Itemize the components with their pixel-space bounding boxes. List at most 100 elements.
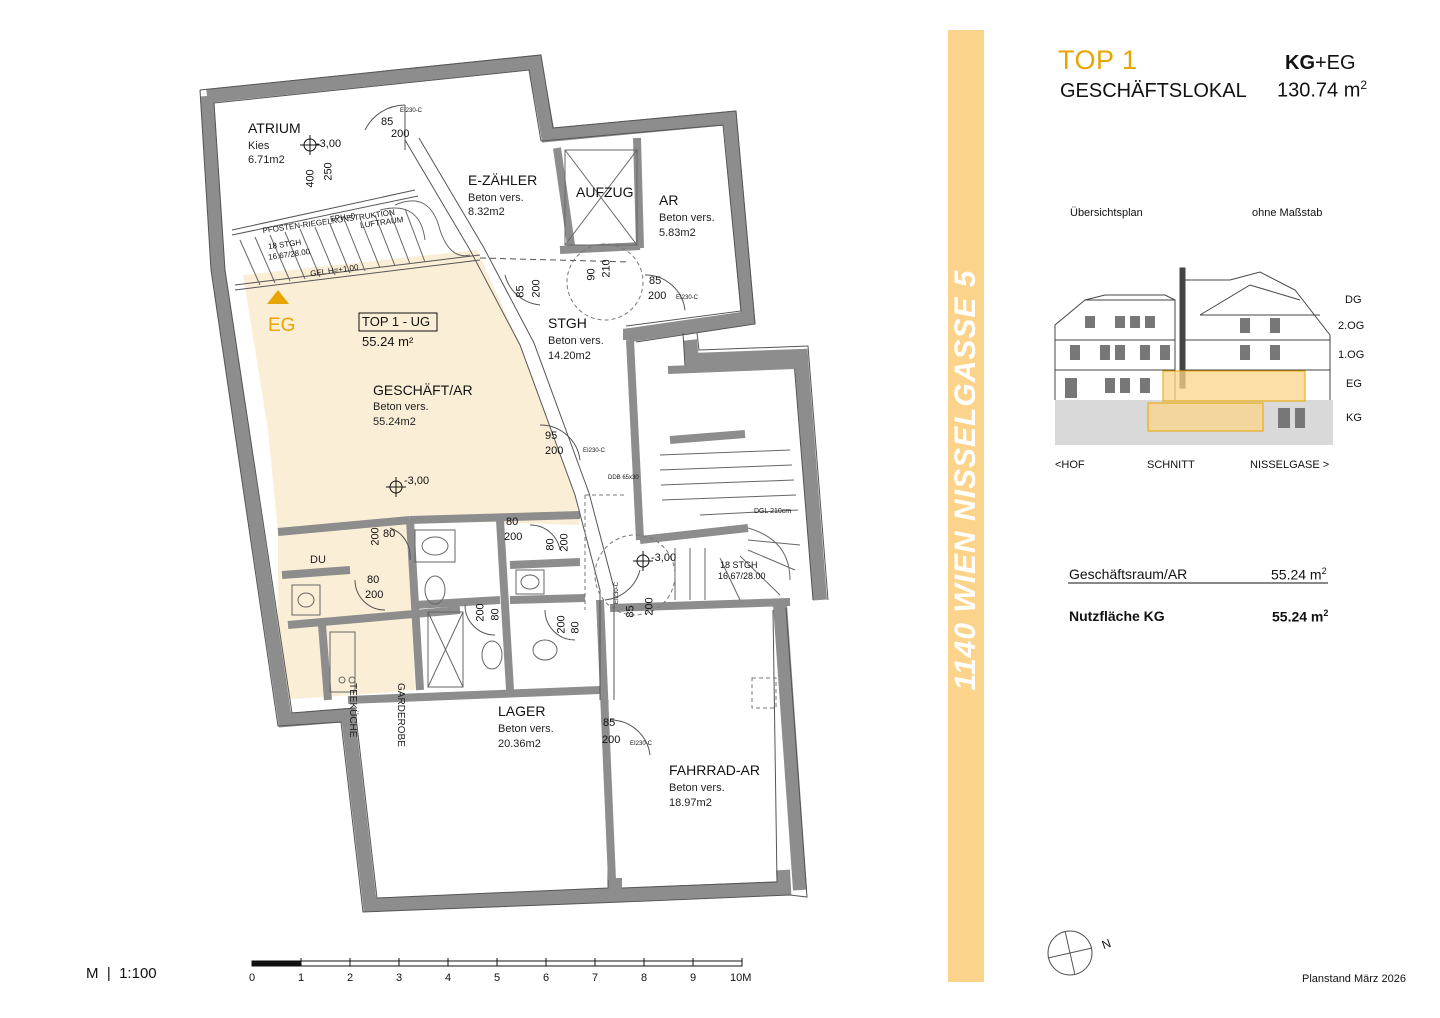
door-swings bbox=[354, 104, 686, 756]
room-teekueche-name: TEEKÜCHE bbox=[347, 683, 358, 738]
door6-width: 95 bbox=[545, 430, 558, 442]
overview-right-label: NISSELGASE > bbox=[1250, 459, 1330, 471]
room-aufzug-name: AUFZUG bbox=[576, 184, 634, 200]
overview-highlight-eg bbox=[1162, 370, 1306, 402]
scale-tick-5: 5 bbox=[494, 972, 501, 984]
total-area-value: 130.74 m bbox=[1277, 79, 1361, 102]
stair-treads-main bbox=[659, 449, 801, 601]
scale-tick-4: 4 bbox=[445, 972, 452, 984]
outer-walls bbox=[200, 54, 827, 913]
door13-rating: EI230-C bbox=[630, 741, 653, 747]
overview-scale-label: ohne Maßstab bbox=[1252, 207, 1323, 219]
room-fahrrad-name: FAHRRAD-AR bbox=[669, 762, 761, 778]
unit-type-label: GESCHÄFTSLOKAL bbox=[1060, 80, 1247, 102]
room-geschaeft-line1: Beton vers. bbox=[373, 401, 429, 413]
door6-height: 200 bbox=[545, 445, 564, 457]
unit-area-fill-lower bbox=[278, 520, 415, 700]
total-area-label: 130.74 m2 bbox=[1277, 78, 1367, 103]
door4-width: 90 bbox=[585, 268, 598, 281]
door13-width: 85 bbox=[603, 717, 616, 729]
unit-area-fill bbox=[243, 250, 580, 532]
elevator-cross bbox=[564, 149, 638, 246]
floors-rest: +EG bbox=[1315, 52, 1356, 74]
scale-tick-2: 2 bbox=[347, 972, 354, 984]
door11-width: 80 bbox=[489, 608, 502, 621]
scale-sep: | bbox=[106, 965, 111, 982]
level-1og: 1.OG bbox=[1338, 349, 1365, 361]
north-arrow-icon bbox=[1047, 930, 1093, 976]
diagonal-wall bbox=[404, 137, 615, 700]
area-row2-label: Nutzfläche KG bbox=[1069, 608, 1165, 624]
level-2og: 2.OG bbox=[1338, 320, 1365, 332]
area-row1-value: 55.24 m2 bbox=[1271, 566, 1327, 583]
overview-center-label: SCHNITT bbox=[1147, 459, 1195, 471]
ddb-note: DDB 65x30 bbox=[608, 475, 639, 481]
room-atrium-line1: Kies bbox=[248, 140, 270, 152]
overview-highlight-kg bbox=[1147, 402, 1264, 432]
scale-tick-6: 6 bbox=[543, 972, 550, 984]
area-row2-number: 55.24 m bbox=[1272, 608, 1324, 625]
total-area-sup: 2 bbox=[1360, 78, 1368, 92]
unit-box-title: TOP 1 - UG bbox=[362, 314, 431, 329]
room-geschaeft-name: GESCHÄFT/AR bbox=[373, 382, 473, 398]
room-atrium-name: ATRIUM bbox=[248, 120, 301, 136]
overview-windows bbox=[1065, 316, 1305, 428]
unit-top-label: TOP 1 bbox=[1058, 45, 1138, 75]
room-stgh-line1: Beton vers. bbox=[548, 335, 604, 347]
outer-walls-inner-line bbox=[199, 54, 829, 913]
floors-bold: KG bbox=[1285, 52, 1315, 74]
room-ezaehler-name: E-ZÄHLER bbox=[468, 172, 538, 188]
door12-height: 200 bbox=[555, 615, 568, 634]
area-row1-number: 55.24 m bbox=[1271, 566, 1322, 583]
unit-label-box bbox=[358, 312, 438, 332]
stair-treads-top bbox=[239, 200, 471, 286]
scale-ratio: 1:100 bbox=[119, 965, 157, 982]
room-ezaehler-line1: Beton vers. bbox=[468, 192, 524, 204]
room-du-name: DU bbox=[310, 554, 326, 566]
door8-height: 200 bbox=[504, 531, 523, 543]
dashed-elements bbox=[566, 243, 777, 709]
room-lager-name: LAGER bbox=[498, 703, 546, 719]
door5-rating: EI230-C bbox=[676, 295, 699, 301]
door7-width: 80 bbox=[383, 528, 396, 540]
room-garderobe-name: GARDEROBE bbox=[395, 683, 406, 747]
room-stgh-line2: 14.20m2 bbox=[548, 350, 591, 362]
dgl-note: DGL 210cm bbox=[754, 508, 792, 515]
level-kg: KG bbox=[1346, 412, 1362, 424]
room-atrium-line2: 6.71m2 bbox=[248, 154, 285, 166]
level-atrium: -3,00 bbox=[316, 138, 342, 150]
interior-walls bbox=[277, 137, 796, 881]
door14-height: 200 bbox=[643, 597, 656, 616]
room-geschaeft-line2: 55.24m2 bbox=[373, 416, 416, 428]
door3-width: 85 bbox=[514, 285, 527, 298]
scale-bar-minor-ticks bbox=[252, 961, 297, 966]
scale-tick-3: 3 bbox=[396, 972, 403, 984]
overview-plan-label: Übersichtsplan bbox=[1070, 207, 1143, 219]
door10-height: 200 bbox=[365, 589, 384, 601]
stgh-b-size: 16.67/28.00 bbox=[718, 571, 766, 581]
scale-m: M bbox=[86, 965, 99, 982]
floors-label: KG+EG bbox=[1285, 52, 1356, 75]
area-row1-label: Geschäftsraum/AR bbox=[1069, 566, 1188, 582]
room-ezaehler-line2: 8.32m2 bbox=[468, 206, 505, 218]
level-main: -3,00 bbox=[404, 475, 430, 487]
level-stair: -3,00 bbox=[651, 552, 677, 564]
door5-height: 200 bbox=[648, 290, 667, 302]
door6-rating: EI230-C bbox=[583, 448, 606, 454]
level-markers bbox=[300, 135, 653, 571]
door14-rating: EI230-C bbox=[614, 581, 621, 605]
scale-tick-9: 9 bbox=[690, 972, 697, 984]
door1-height: 200 bbox=[391, 128, 410, 140]
room-fahrrad-line2: 18.97m2 bbox=[669, 797, 712, 809]
door14-width: 85 bbox=[624, 605, 637, 618]
scale-bar bbox=[251, 958, 743, 967]
door4-height: 210 bbox=[600, 259, 613, 278]
plan-date: Planstand März 2026 bbox=[1302, 973, 1406, 985]
unit-box-area: 55.24 m² bbox=[362, 334, 414, 349]
room-ar-name: AR bbox=[659, 192, 679, 208]
door9-height: 200 bbox=[558, 533, 571, 552]
area-row2-sup: 2 bbox=[1323, 608, 1329, 618]
scale-tick-0: 0 bbox=[249, 972, 256, 984]
door3-height: 200 bbox=[530, 279, 543, 298]
door10-width: 80 bbox=[367, 574, 380, 586]
